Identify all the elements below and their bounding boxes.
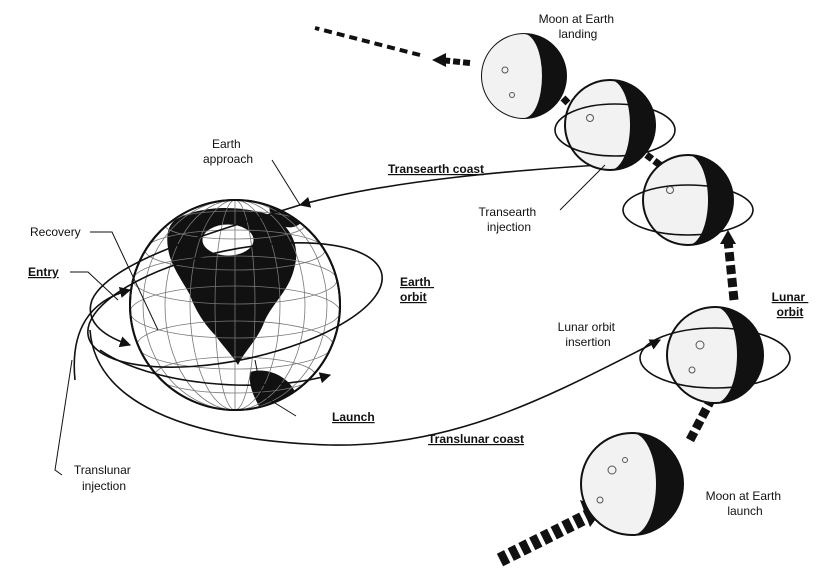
moon-path-segment-2 bbox=[720, 230, 739, 301]
earth-globe bbox=[129, 199, 341, 411]
moon-at-transearth-injection bbox=[554, 79, 676, 171]
moon-mid-orbit bbox=[622, 154, 754, 246]
north-america-landmass bbox=[167, 208, 297, 365]
label-earth-approach: Earth approach bbox=[203, 137, 253, 166]
label-translunar-coast: Translunar coast bbox=[428, 432, 524, 446]
label-transearth-coast: Transearth coast bbox=[388, 162, 484, 176]
moon-in-lunar-orbit bbox=[639, 306, 791, 404]
label-entry: Entry bbox=[28, 265, 59, 279]
moon-at-launch bbox=[580, 432, 684, 536]
launch-to-orbit-path bbox=[99, 349, 332, 386]
entry-path bbox=[89, 204, 301, 348]
translunar-injection-loop bbox=[73, 287, 132, 381]
label-moon-landing: Moon at Earth landing bbox=[539, 12, 618, 41]
label-lunar-orbit-insertion: Lunar orbit insertion bbox=[558, 320, 619, 349]
moon-at-landing bbox=[481, 33, 567, 119]
leader-lines bbox=[54, 159, 606, 476]
label-moon-launch: Moon at Earth launch bbox=[706, 489, 785, 518]
translunar-coast-path bbox=[89, 329, 662, 446]
moon-path-arrow-end bbox=[314, 26, 471, 67]
label-earth-orbit: Earth orbit bbox=[400, 275, 434, 304]
label-launch: Launch bbox=[332, 410, 375, 424]
transearth-coast-path bbox=[298, 164, 601, 208]
label-lunar-orbit: Lunar orbit bbox=[772, 290, 809, 319]
label-transearth-injection: Transearth injection bbox=[479, 205, 540, 234]
earth-orbit-path bbox=[87, 242, 383, 368]
label-recovery: Recovery bbox=[30, 225, 81, 239]
polar-ice-cap bbox=[201, 223, 255, 257]
label-translunar-injection: Translunar injection bbox=[74, 463, 134, 493]
